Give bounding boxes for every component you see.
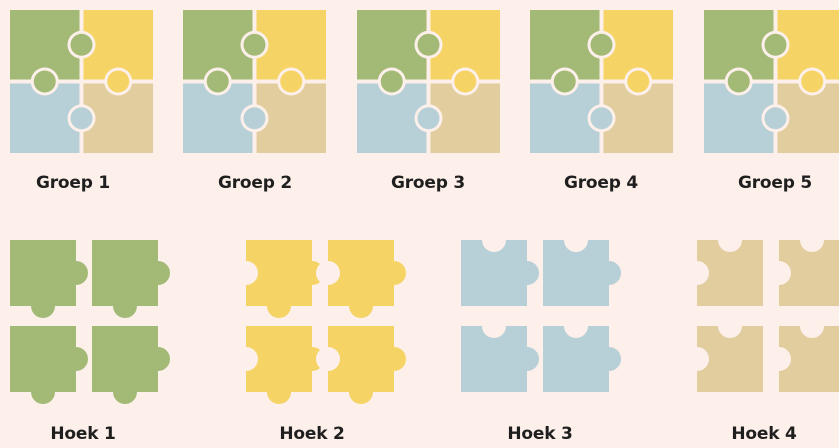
puzzle-notch	[685, 347, 709, 371]
puzzle-notch	[718, 314, 742, 338]
puzzle-knob	[34, 71, 56, 93]
puzzle-notch	[767, 347, 791, 371]
puzzle-knob	[31, 294, 55, 318]
puzzle-knob	[267, 380, 291, 404]
puzzle-knob	[71, 107, 93, 129]
puzzle-notch	[800, 228, 824, 252]
group-3-puzzle	[357, 10, 500, 153]
puzzle-knob	[554, 71, 576, 93]
puzzle-notch	[482, 314, 506, 338]
puzzle-knob	[591, 107, 613, 129]
puzzle-knob	[31, 380, 55, 404]
puzzle-knob	[765, 34, 787, 56]
group-2-label: Groep 2	[218, 173, 292, 193]
puzzle-notch	[316, 347, 340, 371]
puzzle-knob	[454, 71, 476, 93]
puzzle-knob	[146, 261, 170, 285]
puzzle-knob	[280, 71, 302, 93]
puzzle-knob	[64, 347, 88, 371]
group-4-label: Groep 4	[564, 173, 638, 193]
puzzle-notch	[482, 228, 506, 252]
puzzle-knob	[146, 347, 170, 371]
puzzle-knob	[597, 261, 621, 285]
group-5-puzzle	[704, 10, 839, 153]
corner-2-label: Hoek 2	[279, 424, 344, 444]
group-2-puzzle	[183, 10, 326, 153]
puzzle-notch	[685, 261, 709, 285]
corner-4-pieces	[685, 228, 839, 392]
puzzle-notch	[234, 347, 258, 371]
puzzle-knob	[418, 34, 440, 56]
puzzle-knob	[765, 107, 787, 129]
puzzle-notch	[564, 314, 588, 338]
puzzle-knob	[801, 71, 823, 93]
corner-2-pieces	[234, 240, 406, 404]
puzzle-knob	[244, 107, 266, 129]
puzzle-knob	[597, 347, 621, 371]
group-5-label: Groep 5	[738, 173, 812, 193]
corner-1-label: Hoek 1	[50, 424, 115, 444]
corner-3-pieces	[461, 228, 621, 392]
puzzle-knob	[64, 261, 88, 285]
puzzle-knob	[349, 294, 373, 318]
puzzle-knob	[418, 107, 440, 129]
puzzle-knob	[349, 380, 373, 404]
puzzle-knob	[107, 71, 129, 93]
puzzle-knob	[627, 71, 649, 93]
puzzle-knob	[382, 347, 406, 371]
puzzle-knob	[207, 71, 229, 93]
puzzle-knob	[244, 34, 266, 56]
puzzle-notch	[564, 228, 588, 252]
corner-3-label: Hoek 3	[507, 424, 572, 444]
puzzle-knob	[71, 34, 93, 56]
group-1-puzzle	[10, 10, 153, 153]
puzzle-knob	[381, 71, 403, 93]
group-3-label: Groep 3	[391, 173, 465, 193]
puzzle-notch	[234, 261, 258, 285]
puzzle-notch	[800, 314, 824, 338]
puzzle-knob	[267, 294, 291, 318]
puzzle-knob	[728, 71, 750, 93]
puzzle-knob	[515, 347, 539, 371]
corner-4-label: Hoek 4	[731, 424, 796, 444]
corner-1-pieces	[10, 240, 170, 404]
group-4-puzzle	[530, 10, 673, 153]
puzzle-knob	[382, 261, 406, 285]
puzzle-knob	[113, 380, 137, 404]
puzzle-knob	[591, 34, 613, 56]
puzzle-knob	[113, 294, 137, 318]
puzzle-notch	[718, 228, 742, 252]
puzzle-notch	[767, 261, 791, 285]
puzzle-notch	[316, 261, 340, 285]
group-1-label: Groep 1	[36, 173, 110, 193]
puzzle-knob	[515, 261, 539, 285]
